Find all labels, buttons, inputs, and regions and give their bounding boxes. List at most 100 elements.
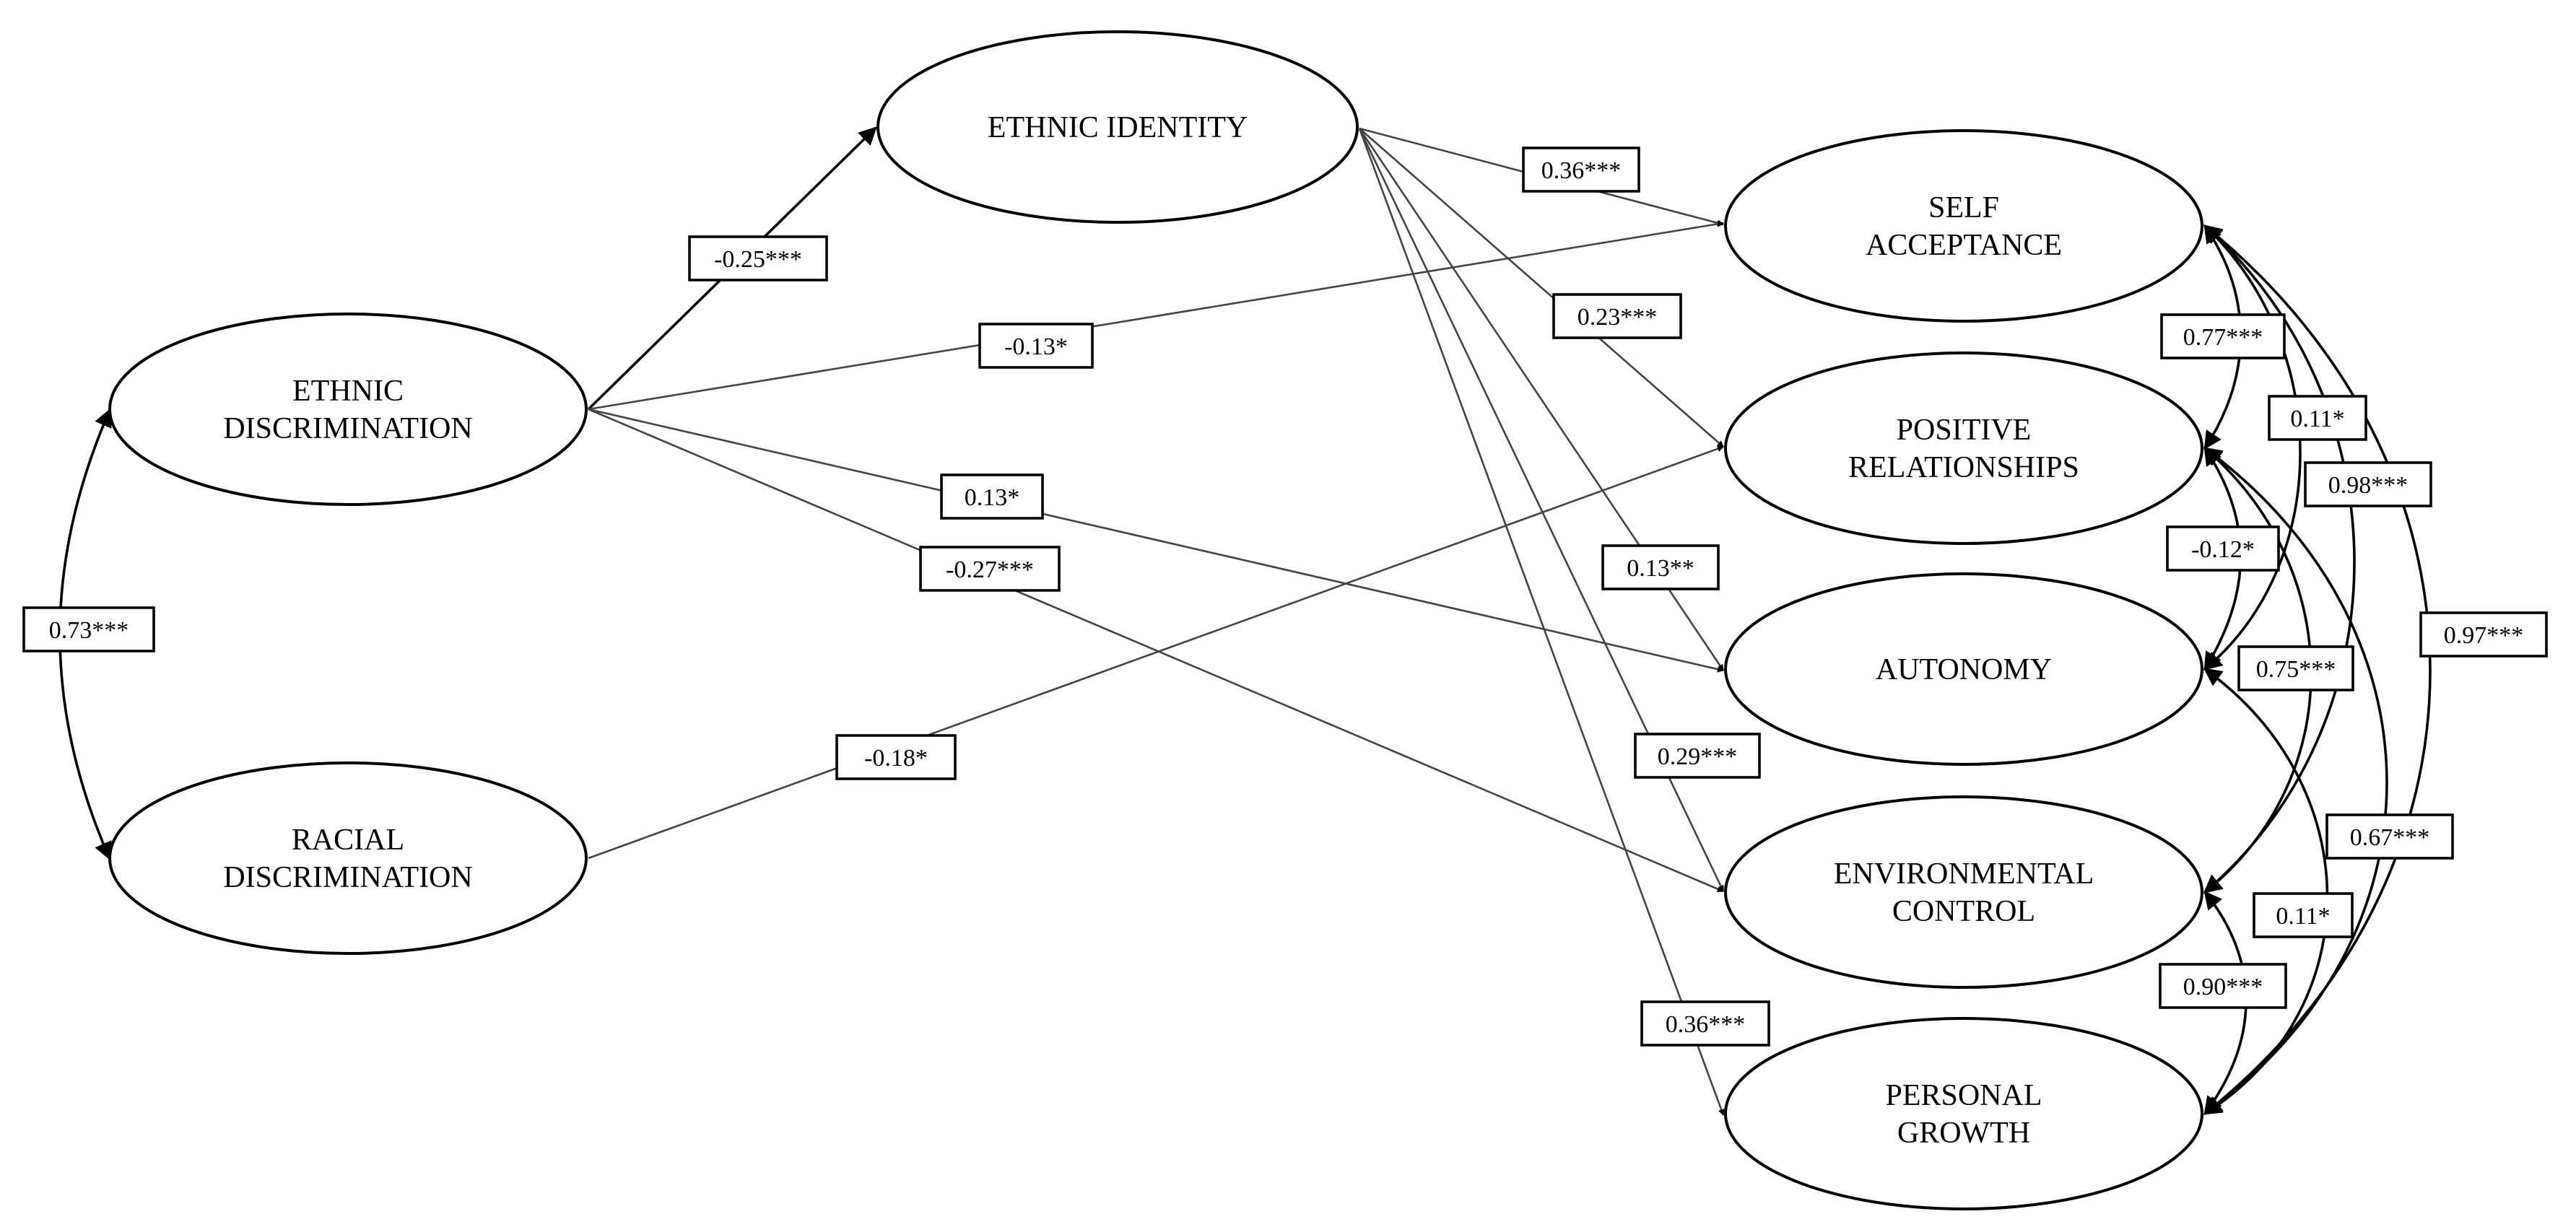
node-environmental-control-ellipse xyxy=(1724,795,2203,989)
covariance-au-pg-coefficient-box xyxy=(2253,892,2354,938)
covariance-pr-au-coefficient-box xyxy=(2166,525,2280,572)
covariance-au-pg-arc xyxy=(2203,668,2329,1115)
node-racial-discrimination: RACIAL DISCRIMINATION xyxy=(108,761,588,955)
covariance-ec-pg-coefficient-text: 0.90*** xyxy=(2183,974,2263,1000)
path-rd-pr-coefficient-text: -0.18* xyxy=(864,745,928,772)
node-positive-relationships-ellipse xyxy=(1724,351,2203,545)
covariance-sa-pg-coefficient-box xyxy=(2419,611,2548,658)
node-racial-discrimination-label-line-1: RACIAL xyxy=(292,824,404,857)
node-personal-growth-ellipse xyxy=(1724,1017,2203,1210)
covariance-au-pg-coefficient-text: 0.11* xyxy=(2276,903,2330,930)
path-ed-au-arrow xyxy=(588,408,1724,673)
covariance-sa-au-coefficient-text: 0.11* xyxy=(2290,406,2344,432)
node-environmental-control-label-line-1: ENVIRONMENTAL xyxy=(1834,857,2094,891)
path-ei-pr-coefficient-box xyxy=(1552,293,1682,339)
node-racial-discrimination-label-line-2: DISCRIMINATION xyxy=(223,861,472,894)
covariance-pr-pg-arc xyxy=(2203,447,2388,1115)
path-ei-pg-arrow xyxy=(1358,128,1725,1116)
path-ed-sa-coefficient-box xyxy=(978,323,1094,369)
node-autonomy: AUTONOMY xyxy=(1724,572,2203,766)
path-ei-ec-coefficient: 0.29*** xyxy=(1634,733,1761,779)
path-ed-ec-coefficient: -0.27*** xyxy=(919,546,1061,592)
node-ethnic-identity-ellipse xyxy=(876,30,1359,224)
path-ei-ec-coefficient-box xyxy=(1634,733,1761,779)
path-ed-au-coefficient-text: 0.13* xyxy=(965,484,1020,511)
path-ed-ei-coefficient-text: -0.25*** xyxy=(714,246,802,273)
node-ethnic-discrimination-ellipse xyxy=(108,313,588,506)
covariance-sa-ec-coefficient-box xyxy=(2304,461,2432,507)
covariance-pr-ec-coefficient: 0.75*** xyxy=(2237,645,2354,691)
path-ed-ec-coefficient-text: -0.27*** xyxy=(946,556,1034,583)
node-autonomy-label-line-1: AUTONOMY xyxy=(1876,653,2052,686)
labels-layer: -0.25*** -0.13* 0.13* -0.27*** -0.18* 0.36***… xyxy=(22,147,2548,1047)
node-positive-relationships-label-line-2: RELATIONSHIPS xyxy=(1848,451,2079,484)
path-rd-pr-coefficient: -0.18* xyxy=(835,734,957,780)
covariance-ec-pg-coefficient: 0.90*** xyxy=(2159,963,2287,1009)
path-rd-pr-arrow xyxy=(588,445,1724,860)
node-ethnic-discrimination: ETHNIC DISCRIMINATION xyxy=(108,313,588,506)
covariance-ed-rd-coefficient: 0.73*** xyxy=(22,606,155,652)
covariance-sa-pg-coefficient: 0.97*** xyxy=(2419,611,2548,658)
covariance-sa-ec-coefficient: 0.98*** xyxy=(2304,461,2432,507)
node-ethnic-discrimination-label-line-1: ETHNIC xyxy=(292,375,404,408)
covariance-sa-pg-coefficient-text: 0.97*** xyxy=(2444,622,2524,649)
path-ei-pg-coefficient-text: 0.36*** xyxy=(1666,1011,1746,1038)
path-ed-ei-coefficient-box xyxy=(688,235,828,281)
edges-layer xyxy=(58,126,2432,1116)
covariance-ed-rd-coefficient-box xyxy=(22,606,155,652)
covariance-pr-au-coefficient-text: -0.12* xyxy=(2191,536,2255,563)
node-ethnic-identity-label-line-1: ETHNIC IDENTITY xyxy=(988,111,1248,144)
path-ed-ec-arrow xyxy=(588,408,1724,893)
covariance-pr-ec-coefficient-box xyxy=(2237,645,2354,691)
path-ei-pr-arrow xyxy=(1359,128,1724,447)
node-self-acceptance-ellipse xyxy=(1724,129,2203,323)
path-ed-sa-coefficient-text: -0.13* xyxy=(1004,333,1068,360)
covariance-pr-pg-coefficient-box xyxy=(2325,813,2454,860)
node-environmental-control: ENVIRONMENTAL CONTROL xyxy=(1724,795,2203,989)
node-self-acceptance-label-line-1: SELF xyxy=(1928,191,1999,224)
path-ei-au-coefficient: 0.13** xyxy=(1601,544,1720,590)
path-ed-sa-arrow xyxy=(588,220,1724,411)
path-ei-pg-coefficient-box xyxy=(1640,1000,1770,1047)
node-ethnic-identity: ETHNIC IDENTITY xyxy=(876,30,1359,224)
covariance-pr-ec-coefficient-text: 0.75*** xyxy=(2256,656,2336,683)
covariance-sa-au-arc xyxy=(2203,224,2302,671)
path-ei-au-coefficient-box xyxy=(1601,544,1720,590)
nodes-layer: ETHNIC DISCRIMINATION RACIAL DISCRIMINATION… xyxy=(108,30,2203,1210)
node-self-acceptance: SELF ACCEPTANCE xyxy=(1724,129,2203,323)
covariance-sa-ec-arc xyxy=(2203,224,2356,894)
path-rd-pr-coefficient-box xyxy=(835,734,957,780)
path-ei-pr-coefficient-text: 0.23*** xyxy=(1578,304,1658,331)
node-self-acceptance-label-line-2: ACCEPTANCE xyxy=(1866,229,2062,262)
node-personal-growth-label-line-1: PERSONAL xyxy=(1885,1079,2042,1112)
path-ed-au-coefficient-box xyxy=(940,473,1044,520)
covariance-au-pg-coefficient: 0.11* xyxy=(2253,892,2354,938)
covariance-pr-pg-coefficient-text: 0.67*** xyxy=(2350,824,2430,851)
covariance-sa-au-coefficient-box xyxy=(2268,395,2367,441)
path-ed-sa-coefficient: -0.13* xyxy=(978,323,1094,369)
node-autonomy-ellipse xyxy=(1724,572,2203,766)
covariance-sa-pr-coefficient-text: 0.77*** xyxy=(2183,324,2263,351)
path-ei-au-coefficient-text: 0.13** xyxy=(1627,555,1694,582)
node-environmental-control-label-line-2: CONTROL xyxy=(1892,895,2035,928)
covariance-sa-pr-coefficient: 0.77*** xyxy=(2160,313,2286,359)
covariance-sa-au-coefficient: 0.11* xyxy=(2268,395,2367,441)
path-ed-ei-coefficient: -0.25*** xyxy=(688,235,828,281)
covariance-pr-pg-coefficient: 0.67*** xyxy=(2325,813,2454,860)
node-racial-discrimination-ellipse xyxy=(108,761,588,955)
path-ei-pr-coefficient: 0.23*** xyxy=(1552,293,1682,339)
path-ed-ec-coefficient-box xyxy=(919,546,1061,592)
covariance-sa-ec-coefficient-text: 0.98*** xyxy=(2328,472,2409,499)
path-ei-ec-coefficient-text: 0.29*** xyxy=(1658,743,1738,770)
covariance-pr-au-coefficient: -0.12* xyxy=(2166,525,2280,572)
covariance-ec-pg-coefficient-box xyxy=(2159,963,2287,1009)
path-ei-pg-coefficient: 0.36*** xyxy=(1640,1000,1770,1047)
covariance-sa-pr-coefficient-box xyxy=(2160,313,2286,359)
path-ed-au-coefficient: 0.13* xyxy=(940,473,1044,520)
node-positive-relationships: POSITIVE RELATIONSHIPS xyxy=(1724,351,2203,545)
node-personal-growth-label-line-2: GROWTH xyxy=(1897,1117,2030,1150)
path-ei-sa-coefficient-text: 0.36*** xyxy=(1541,157,1622,184)
node-positive-relationships-label-line-1: POSITIVE xyxy=(1897,414,2032,447)
node-ethnic-discrimination-label-line-2: DISCRIMINATION xyxy=(223,412,472,445)
